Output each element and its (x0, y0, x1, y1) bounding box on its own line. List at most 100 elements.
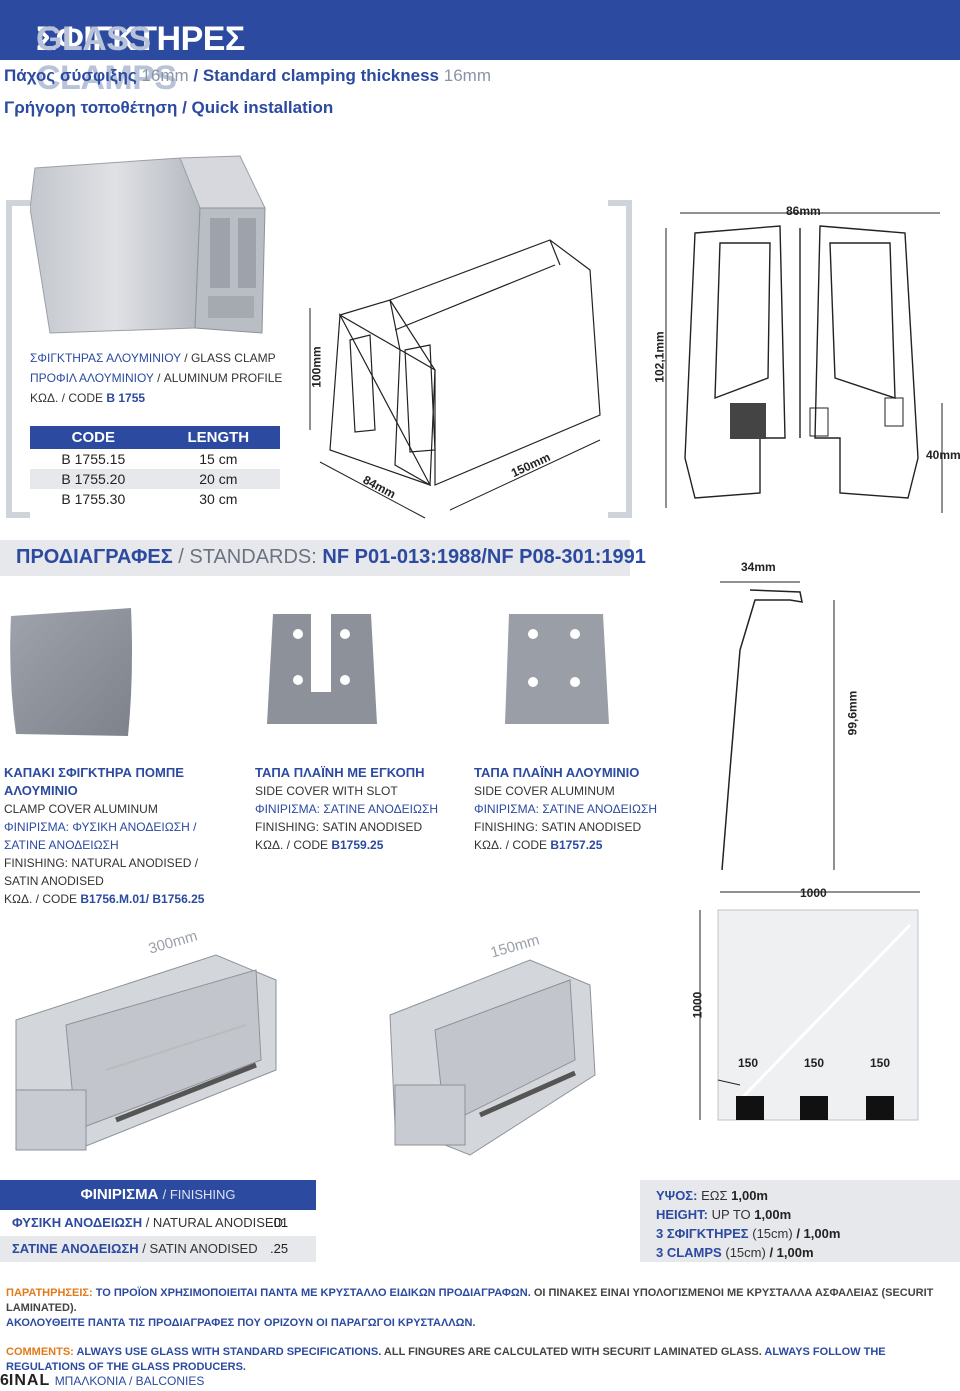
product-finish-gr: ΦΙΝΙΡΙΣΜΑ: ΣΑΤΙΝΕ ΑΝΟΔΕΙΩΣΗ (255, 802, 439, 816)
product-title: ΤΑΠΑ ΠΛΑΪΝΗ ΑΛΟΥΜΙΝΙΟ (474, 765, 640, 780)
note-en-1: ALWAYS USE GLASS WITH STANDARD SPECIFICA… (76, 1346, 382, 1358)
cover-profile-drawing (720, 581, 835, 871)
clamps-count-gr: 3 ΣΦΙΓΚΤΗΡΕΣ (656, 1226, 749, 1241)
row-code: B 1755.30 (61, 491, 126, 507)
product-finish-gr: ΦΙΝΙΡΙΣΜΑ: ΦΥΣΙΚΗ ΑΝΟΔΕΙΩΣΗ / ΣΑΤΙΝΕ ΑΝΟ… (4, 820, 197, 852)
standards-label-en: / STANDARDS: (178, 546, 317, 568)
page-number: 6 (0, 1372, 9, 1389)
finish-code: .25 (270, 1241, 289, 1256)
notes: ΠΑΡΑΤΗΡΗΣΕΙΣ: ΤΟ ΠΡΟΪΟΝ ΧΡΗΣΙΜΟΠΟΙΕΙΤΑΙ … (0, 1286, 960, 1375)
right-bracket (608, 200, 632, 518)
clamps-count-en: 3 CLAMPS (656, 1245, 722, 1260)
note-gr-2: ΟΙ ΠΙΝΑΚΕΣ ΕΙΝΑΙ ΥΠΟΛΟΓΙΣΜΕΝΟΙ ΜΕ ΚΡΥΣΤΑ… (6, 1287, 934, 1314)
col-header-length: LENGTH (156, 426, 280, 449)
finish-en: / NATURAL ANODISED (145, 1215, 283, 1230)
height-label-gr: ΥΨΟΣ: (656, 1188, 698, 1203)
assembly-300mm-render (15, 954, 277, 1151)
product-subtitle: CLAMP COVER ALUMINUM (4, 802, 158, 816)
spacing-2: 150 (804, 1056, 825, 1070)
profile-gr: ΠΡΟΦΙΛ ΑΛΟΥΜΙΝΙΟΥ (30, 371, 154, 385)
quick-installation: Γρήγορη τοποθέτηση / Quick installation (4, 98, 334, 117)
side-cover-render (505, 614, 609, 724)
table-row: B 1755.20 20 cm (30, 469, 280, 489)
table-row: B 1755.30 30 cm (30, 489, 280, 509)
dim-86mm: 86mm (786, 204, 821, 218)
product-side-cover-slot: ΤΑΠΑ ΠΛΑΪΝΗ ΜΕ ΕΓΚΟΠΗ SIDE COVER WITH SL… (255, 764, 455, 854)
product-subtitle: SIDE COVER ALUMINUM (474, 784, 615, 798)
dim-102-1mm: 102,1mm (652, 331, 667, 383)
product-code: B1756.M.01/ B1756.25 (80, 892, 205, 906)
clamps-per-en: / 1,00m (769, 1245, 814, 1260)
table-row: ΣΑΤΙΝΕ ΑΝΟΔΕΙΩΣΗ / SATIN ANODISED .25 (0, 1236, 316, 1262)
glass-width: 1000 (800, 886, 827, 900)
title-bar: ΣΦΙΓΚΤΗΡΕΣ ΚΡΥΣΤΑΛΛΩΝ / GLASS CLAMPS (0, 0, 960, 136)
spacing-1: 150 (738, 1056, 759, 1070)
product-finish-en: FINISHING: SATIN ANODISED (474, 820, 642, 834)
note-gr-1: ΤΟ ΠΡΟΪΟΝ ΧΡΗΣΙΜΟΠΟΙΕΙΤΑΙ ΠΑΝΤΑ ΜΕ ΚΡΥΣΤ… (95, 1287, 531, 1299)
product-clamp-cover: ΚΑΠΑΚΙ ΣΦΙΓΚΤΗΡΑ ΠΟΜΠΕ ΑΛΟΥΜΙΝΙΟ CLAMP C… (4, 764, 214, 908)
note-gr-3: ΑΚΟΛΟΥΘΕΙΤΕ ΠΑΝΤΑ ΤΙΣ ΠΡΟΔΙΑΓΡΑΦΕΣ ΠΟΥ Ο… (6, 1317, 476, 1329)
footer: 6INAL ΜΠΑΛΚΟΝΙΑ / BALCONIES (0, 1372, 204, 1390)
row-length: 15 cm (199, 451, 238, 467)
clamps-per-gr: / 1,00m (796, 1226, 841, 1241)
standards-bar: ΠΡΟΔΙΑΓΡΑΦΕΣ / STANDARDS: NF P01-013:198… (0, 540, 646, 576)
col-header-code: CODE (30, 426, 157, 449)
footer-section: ΜΠΑΛΚΟΝΙΑ / BALCONIES (54, 1374, 205, 1388)
height-label-en: HEIGHT: (656, 1207, 708, 1222)
height-value-gr: 1,00m (731, 1188, 768, 1203)
thickness-label-gr: Πάχος σύσφιξης (4, 66, 137, 85)
product-code-label: ΚΩΔ. / CODE (255, 838, 328, 852)
product-title: ΚΑΠΑΚΙ ΣΦΙΓΚΤΗΡΑ ΠΟΜΠΕ ΑΛΟΥΜΙΝΙΟ (4, 765, 184, 798)
standards-value: NF P01-013:1988/NF P08-301:1991 (322, 546, 646, 568)
assembly-150mm-render (389, 959, 596, 1156)
thickness-value: 16mm (141, 66, 189, 85)
glass-panel-diagram (699, 891, 920, 1121)
height-value-en: 1,00m (754, 1207, 792, 1222)
title-greek: ΣΦΙΓΚΤΗΡΕΣ ΚΡΥΣΤΑΛΛΩΝ / (36, 20, 262, 136)
height-upto-en: UP TO (711, 1207, 751, 1222)
table-row: ΦΥΣΙΚΗ ΑΝΟΔΕΙΩΣΗ / NATURAL ANODISED .01 (0, 1210, 316, 1236)
table-row: B 1755.15 15 cm (30, 449, 280, 469)
thickness-value-2: 16mm (443, 66, 491, 85)
clamp-cover-render (10, 608, 133, 736)
note-en-2: ALL FINGURES ARE CALCULATED WITH SECURIT… (383, 1346, 762, 1358)
clamp-description: ΣΦΙΓΚΤΗΡΑΣ ΑΛΟΥΜΙΝΙΟΥ / GLASS CLAMP ΠΡΟΦ… (30, 348, 282, 408)
product-finish-en: FINISHING: NATURAL ANODISED / SATIN ANOD… (4, 856, 199, 888)
profile-en: / ALUMINUM PROFILE (157, 371, 283, 385)
clamp-isometric-drawing (309, 239, 601, 519)
notes-key-gr: ΠΑΡΑΤΗΡΗΣΕΙΣ: (6, 1287, 93, 1299)
product-side-cover: ΤΑΠΑ ΠΛΑΪΝΗ ΑΛΟΥΜΙΝΙΟ SIDE COVER ALUMINU… (474, 764, 674, 854)
dim-99-6mm: 99,6mm (845, 690, 860, 736)
clamp-3d-render (30, 155, 266, 334)
clamp-name-gr: ΣΦΙΓΚΤΗΡΑΣ ΑΛΟΥΜΙΝΙΟΥ (30, 351, 181, 365)
thickness-label-en: / Standard clamping thickness (193, 66, 440, 85)
row-length: 30 cm (199, 491, 238, 507)
note-en-3: ALWAYS FOLLOW THE REGULATIONS OF THE GLA… (6, 1346, 886, 1373)
left-bracket (6, 200, 30, 518)
clamps-size-gr: (15cm) (752, 1226, 793, 1241)
product-code-label: ΚΩΔ. / CODE (4, 892, 77, 906)
row-length: 20 cm (156, 469, 280, 489)
row-code: B 1755.15 (61, 451, 126, 467)
product-code: B1759.25 (331, 838, 384, 852)
code-length-table: CODE LENGTH B 1755.15 15 cm B 1755.20 20… (30, 426, 280, 509)
finishing-title-en: / FINISHING (162, 1187, 236, 1202)
standards-label-gr: ΠΡΟΔΙΑΓΡΑΦΕΣ (16, 546, 173, 568)
product-code: B1757.25 (550, 838, 603, 852)
notes-key-en: COMMENTS: (6, 1346, 74, 1358)
finish-code: .01 (270, 1215, 289, 1230)
height-upto-gr: ΕΩΣ (701, 1188, 728, 1203)
clamp-cross-section (665, 212, 943, 513)
dim-100mm: 100mm (309, 346, 324, 388)
finish-gr: ΦΥΣΙΚΗ ΑΝΟΔΕΙΩΣΗ (12, 1215, 143, 1230)
height-info: ΥΨΟΣ: ΕΩΣ 1,00m HEIGHT: UP TO 1,00m 3 ΣΦ… (640, 1180, 960, 1262)
clamps-size-en: (15cm) (725, 1245, 766, 1260)
product-title: ΤΑΠΑ ΠΛΑΪΝΗ ΜΕ ΕΓΚΟΠΗ (255, 765, 425, 780)
finishing-title: ΦΙΝΙΡΙΣΜΑ (80, 1186, 159, 1203)
title-english: GLASS CLAMPS (36, 20, 177, 97)
finish-en: / SATIN ANODISED (142, 1241, 258, 1256)
product-finish-gr: ΦΙΝΙΡΙΣΜΑ: ΣΑΤΙΝΕ ΑΝΟΔΕΙΩΣΗ (474, 802, 658, 816)
finishing-table: ΦΙΝΙΡΙΣΜΑ / FINISHING ΦΥΣΙΚΗ ΑΝΟΔΕΙΩΣΗ /… (0, 1180, 316, 1262)
finish-gr: ΣΑΤΙΝΕ ΑΝΟΔΕΙΩΣΗ (12, 1241, 139, 1256)
product-code-label: ΚΩΔ. / CODE (474, 838, 547, 852)
